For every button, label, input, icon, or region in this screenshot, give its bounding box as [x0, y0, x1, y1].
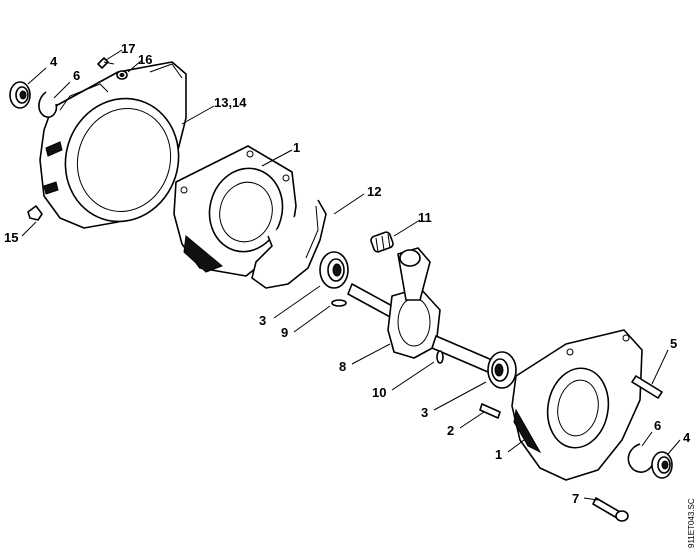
key-9-part: [331, 299, 347, 307]
callout-12: 12: [367, 184, 381, 199]
crankcase-bottom-part: [511, 329, 643, 481]
callout-1-bottom: 1: [495, 447, 502, 462]
callout-2: 2: [447, 423, 454, 438]
crankshaft-part: [347, 247, 493, 373]
callout-13-14: 13,14: [214, 95, 247, 110]
callout-3-top: 3: [259, 313, 266, 328]
callout-1-top: 1: [293, 140, 300, 155]
washer-16-part: [116, 70, 128, 80]
leader-lines: [21, 49, 681, 501]
screw-7-part: [592, 497, 629, 522]
key-10-part: [436, 350, 444, 364]
callout-8: 8: [339, 359, 346, 374]
callout-10: 10: [372, 385, 386, 400]
ball-bearing-bottom-part: [487, 351, 517, 389]
screw-17-part: [97, 57, 115, 69]
callout-9: 9: [281, 325, 288, 340]
pin-5-part: [631, 375, 663, 399]
crankcase-top-part: [173, 145, 297, 277]
callout-4-top: 4: [50, 54, 58, 69]
drawing-code: 911ET043.SC: [687, 498, 696, 548]
fan-housing-part: [39, 61, 187, 229]
clip-15-part: [27, 205, 43, 221]
callout-16: 16: [138, 52, 152, 67]
callout-4-bottom: 4: [683, 430, 691, 445]
callout-3-bottom: 3: [421, 405, 428, 420]
gasket-12-part: [251, 199, 327, 289]
ball-bearing-top-part: [319, 251, 349, 289]
callout-7: 7: [572, 491, 579, 506]
needle-cage-11-part: [370, 231, 394, 253]
callout-6-top: 6: [73, 68, 80, 83]
callout-labels: 4 6 17 16 13,14 1 12 11 15 3 9 8 10 3 2 …: [4, 41, 691, 506]
oil-seal-bottom-part: [651, 451, 673, 479]
callout-15: 15: [4, 230, 18, 245]
callout-6-bottom: 6: [654, 418, 661, 433]
callout-17: 17: [121, 41, 135, 56]
circlip-top-part: [38, 91, 58, 118]
oil-seal-top-part: [9, 81, 31, 109]
dowel-pin-2-part: [479, 403, 501, 419]
circlip-bottom-part: [627, 443, 655, 473]
callout-5: 5: [670, 336, 677, 351]
callout-11: 11: [418, 210, 432, 225]
